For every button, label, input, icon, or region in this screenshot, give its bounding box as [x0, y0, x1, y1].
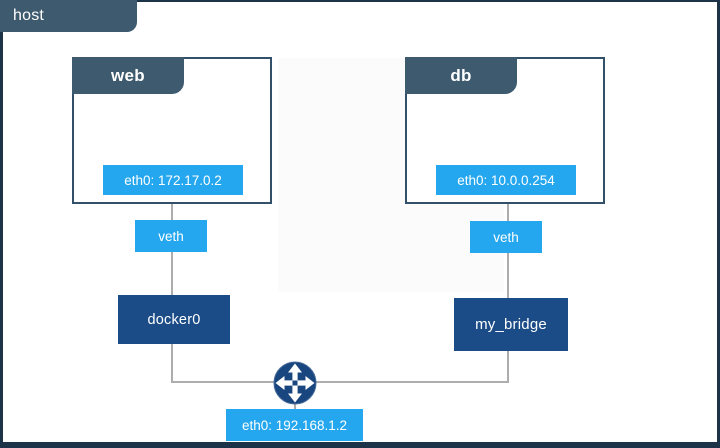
container-db-name: db: [450, 65, 472, 85]
veth-right-text: veth: [493, 229, 519, 245]
container-db-tab: db: [405, 57, 517, 94]
db-to-bridge-connector-line: [507, 203, 509, 383]
veth-right-label: veth: [470, 221, 542, 253]
db-eth-text: eth0: 10.0.0.254: [457, 172, 555, 188]
host-tab: host: [0, 0, 137, 32]
bridge-docker0: docker0: [118, 295, 230, 344]
veth-left-label: veth: [135, 220, 207, 252]
bridge-my-bridge: my_bridge: [454, 298, 568, 351]
container-web-name: web: [111, 65, 145, 85]
router-icon: [273, 361, 317, 405]
web-eth-text: eth0: 172.17.0.2: [124, 172, 222, 188]
veth-left-text: veth: [158, 228, 184, 244]
container-web-tab: web: [72, 57, 184, 94]
container-web: web: [72, 57, 272, 204]
bridge-my-bridge-text: my_bridge: [475, 316, 547, 333]
host-tab-text: host: [13, 7, 45, 24]
host-eth-label: eth0: 192.168.1.2: [226, 409, 363, 441]
web-to-bridge-connector-line: [171, 203, 173, 383]
bridge-docker0-text: docker0: [147, 311, 201, 328]
db-eth-label: eth0: 10.0.0.254: [436, 165, 576, 195]
bridges-to-router-connector-line: [171, 381, 509, 383]
web-eth-label: eth0: 172.17.0.2: [103, 165, 243, 195]
host-eth-text: eth0: 192.168.1.2: [241, 417, 348, 433]
